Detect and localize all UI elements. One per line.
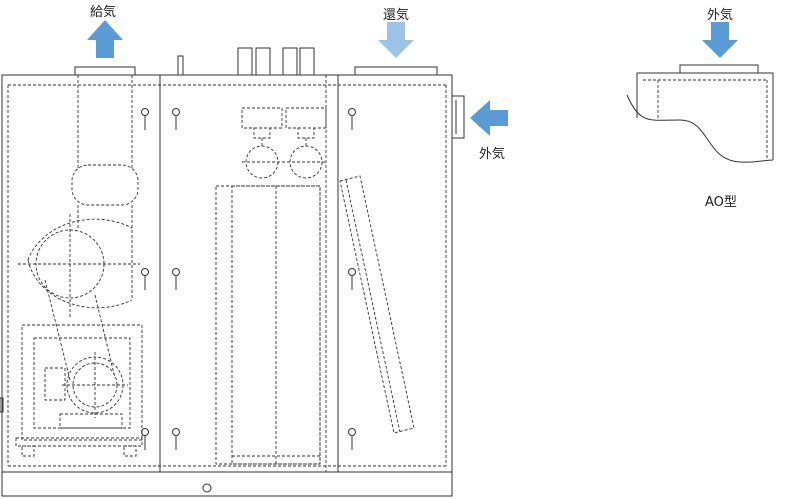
coil-section: [215, 107, 327, 465]
main-cabinet: [0, 74, 453, 497]
drain-port: [202, 483, 212, 493]
side-inlet: [451, 95, 465, 139]
filter-section: [339, 175, 415, 434]
return-air-label: 還気: [383, 8, 410, 23]
outside-side-arrow-icon: [470, 100, 508, 136]
fan-section: [15, 75, 143, 457]
ao-type-detail: [626, 22, 774, 163]
supply-arrow-icon: [87, 20, 123, 58]
supply-air-label: 給気: [90, 5, 117, 20]
return-arrow-icon: [378, 22, 414, 58]
door-handles: [141, 108, 356, 450]
outside-top-arrow-icon: [702, 22, 738, 58]
outside-air-top-label: 外気: [707, 8, 734, 23]
ao-type-label: AO型: [705, 195, 737, 210]
outside-air-side-label: 外気: [479, 147, 506, 162]
top-connectors: [74, 47, 438, 76]
